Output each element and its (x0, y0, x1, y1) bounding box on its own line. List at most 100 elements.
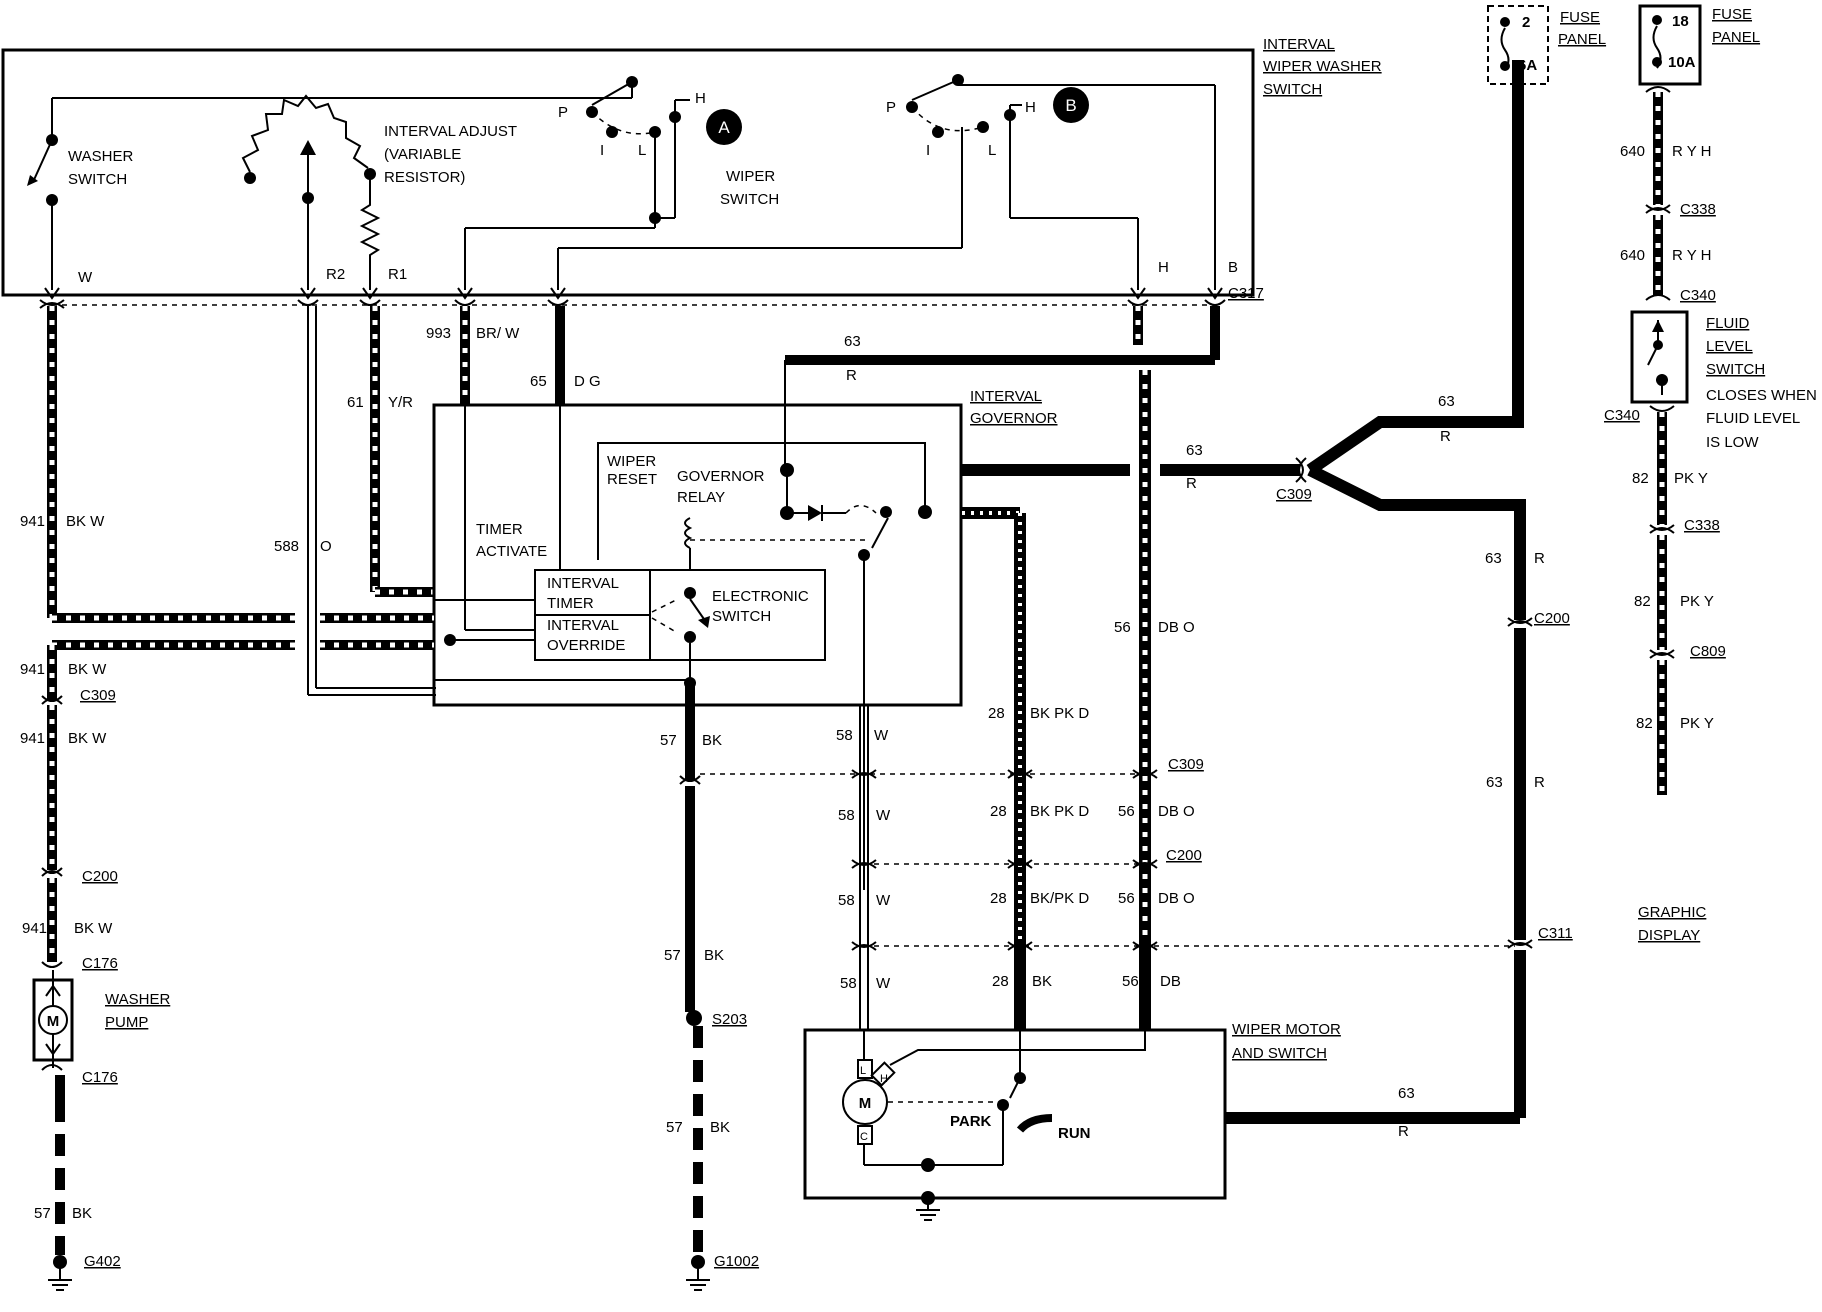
fuse-panel-left: 2 6A FUSE PANEL (1487, 5, 1606, 85)
svg-text:DB: DB (1160, 973, 1181, 990)
svg-text:2: 2 (1522, 14, 1530, 31)
svg-text:63: 63 (1485, 550, 1502, 567)
wire-941-c309-c200: 941 BK W (20, 705, 107, 870)
svg-text:I: I (926, 142, 930, 159)
svg-text:82: 82 (1634, 593, 1651, 610)
svg-text:C309: C309 (1168, 756, 1204, 773)
wire-82: C340 82 PK Y C338 82 PK Y C809 82 PK Y (1604, 405, 1726, 795)
svg-text:BK PK D: BK PK D (1030, 803, 1089, 820)
svg-text:CLOSES WHEN: CLOSES WHEN (1706, 387, 1817, 404)
svg-text:640: 640 (1620, 247, 1645, 264)
svg-text:W: W (876, 892, 891, 909)
svg-text:C176: C176 (82, 955, 118, 972)
svg-text:DB O: DB O (1158, 619, 1195, 636)
connector-c200-mid: C200 (864, 847, 1202, 865)
svg-text:28: 28 (990, 803, 1007, 820)
svg-text:BR/ W: BR/ W (476, 325, 520, 342)
svg-text:W: W (876, 807, 891, 824)
svg-text:R2: R2 (326, 266, 345, 283)
wire-61: 61 Y/R (347, 306, 434, 597)
interval-governor: INTERVAL GOVERNOR (432, 388, 1058, 707)
svg-text:18: 18 (1672, 13, 1689, 30)
svg-text:PUMP: PUMP (105, 1014, 148, 1031)
svg-text:63: 63 (1398, 1085, 1415, 1102)
svg-text:58: 58 (836, 727, 853, 744)
svg-text:61: 61 (347, 394, 364, 411)
svg-text:R1: R1 (388, 266, 407, 283)
svg-text:INTERVAL: INTERVAL (970, 388, 1042, 405)
svg-text:Y/R: Y/R (388, 394, 413, 411)
wire-63-top: 63 R (784, 306, 1220, 470)
svg-text:993: 993 (426, 325, 451, 342)
interval-wiper-washer-switch: INTERVAL WIPER WASHER SWITCH (1, 36, 1382, 297)
svg-text:BK W: BK W (66, 513, 105, 530)
wire-941-to-pump: 941 BK W (22, 878, 113, 962)
svg-text:H: H (695, 90, 706, 107)
svg-text:A: A (718, 118, 730, 137)
svg-text:P: P (886, 99, 896, 116)
svg-text:WASHER: WASHER (68, 148, 133, 165)
svg-text:P: P (558, 104, 568, 121)
svg-text:BK: BK (704, 947, 724, 964)
fuse-panel-right: 18 10A FUSE PANEL (1638, 4, 1760, 86)
svg-text:B: B (1065, 96, 1076, 115)
svg-text:LEVEL: LEVEL (1706, 338, 1753, 355)
wire-56: 56 DB O 56 DB O 56 DB O 56 DB (1114, 306, 1195, 1030)
svg-text:O: O (320, 538, 332, 555)
svg-text:C338: C338 (1684, 517, 1720, 534)
svg-text:BK/PK D: BK/PK D (1030, 890, 1089, 907)
svg-text:GRAPHIC: GRAPHIC (1638, 904, 1707, 921)
connector-c176-top: C176 (41, 955, 118, 972)
svg-text:941: 941 (20, 513, 45, 530)
svg-text:S203: S203 (712, 1011, 747, 1028)
svg-text:R Y H: R Y H (1672, 247, 1711, 264)
svg-text:W: W (876, 975, 891, 992)
svg-text:BK: BK (72, 1205, 92, 1222)
svg-text:G402: G402 (84, 1253, 121, 1270)
svg-text:R: R (1440, 428, 1451, 445)
svg-text:I: I (600, 142, 604, 159)
svg-text:941: 941 (20, 730, 45, 747)
washer-switch: WASHER SWITCH W (27, 98, 133, 300)
svg-text:W: W (874, 727, 889, 744)
wire-941-lower: 941 BK W (20, 640, 295, 700)
wire-65: 65 D G (530, 306, 601, 616)
svg-text:INTERVAL ADJUST: INTERVAL ADJUST (384, 123, 517, 140)
svg-text:57: 57 (660, 732, 677, 749)
interval-adjust-resistor: INTERVAL ADJUST (VARIABLE RESISTOR) R2 R… (241, 94, 517, 300)
svg-text:C340: C340 (1604, 407, 1640, 424)
wiper-switch-b: B P I L H H B (550, 74, 1238, 300)
svg-text:BK W: BK W (74, 920, 113, 937)
connector-c309-mid: C309 (690, 756, 1204, 775)
svg-text:PANEL: PANEL (1558, 31, 1606, 48)
wire-28: 28 BK PK D 28 BK PK D 28 BK/PK D 28 BK (962, 507, 1089, 1030)
svg-text:C: C (860, 1131, 868, 1143)
svg-text:SWITCH: SWITCH (1706, 361, 1765, 378)
svg-text:H: H (1025, 99, 1036, 116)
svg-text:G1002: G1002 (714, 1253, 759, 1270)
svg-text:SWITCH: SWITCH (720, 191, 779, 208)
svg-text:INTERVAL: INTERVAL (547, 617, 619, 634)
wire-941-upper: 941 BK W (20, 306, 295, 623)
washer-pump: M WASHER PUMP (32, 970, 170, 1068)
svg-text:56: 56 (1118, 803, 1135, 820)
svg-text:28: 28 (990, 890, 1007, 907)
svg-text:63: 63 (1486, 774, 1503, 791)
svg-text:GOVERNOR: GOVERNOR (677, 468, 765, 485)
svg-text:H: H (1158, 259, 1169, 276)
svg-text:L: L (988, 142, 996, 159)
svg-text:W: W (78, 269, 93, 286)
svg-text:57: 57 (666, 1119, 683, 1136)
svg-text:RESISTOR): RESISTOR) (384, 169, 465, 186)
svg-text:INTERVAL: INTERVAL (547, 575, 619, 592)
svg-text:R Y H: R Y H (1672, 143, 1711, 160)
fluid-level-switch: FLUID LEVEL SWITCH CLOSES WHEN FLUID LEV… (1630, 310, 1817, 451)
svg-text:28: 28 (988, 705, 1005, 722)
svg-text:BK W: BK W (68, 661, 107, 678)
svg-text:GOVERNOR: GOVERNOR (970, 410, 1058, 427)
wiper-switch-a: A P I L H (457, 76, 742, 300)
svg-text:C317: C317 (1228, 285, 1264, 302)
svg-text:SWITCH: SWITCH (1263, 81, 1322, 98)
svg-text:BK W: BK W (68, 730, 107, 747)
svg-text:BK: BK (702, 732, 722, 749)
